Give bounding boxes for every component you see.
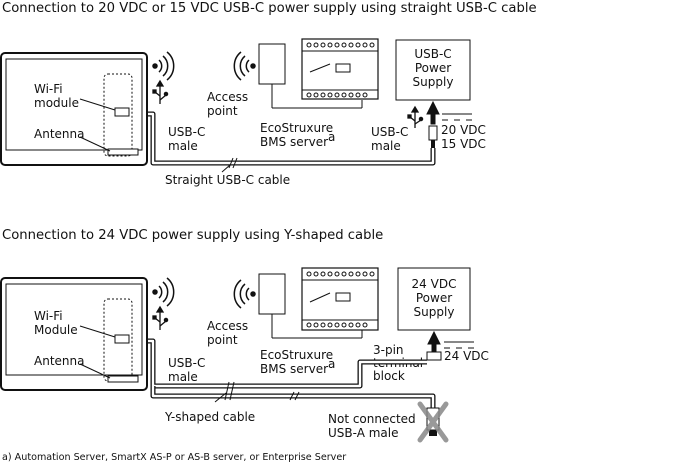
power-arrow-icon xyxy=(426,100,440,125)
straight-usbc-cable xyxy=(148,111,436,169)
wifi-module-chip xyxy=(114,107,130,117)
24vdc-power-supply xyxy=(397,267,471,331)
power-arrow-icon xyxy=(427,330,441,353)
antenna-leader xyxy=(79,136,111,152)
wifi-module-chip xyxy=(114,334,130,344)
dc-symbol-icon xyxy=(444,341,474,349)
wifi-signal-icon xyxy=(152,277,175,307)
usb-icon xyxy=(152,305,169,330)
dc-symbol-icon xyxy=(442,113,472,121)
connector-boot xyxy=(431,140,435,148)
access-point-device xyxy=(258,273,286,315)
wifi-signal-icon xyxy=(233,51,256,81)
display-panel xyxy=(0,52,148,166)
footnote: a) Automation Server, SmartX AS-P or AS-… xyxy=(2,452,347,463)
usb-icon xyxy=(152,79,169,104)
cable-label: Straight USB-C cable xyxy=(165,173,290,187)
y-shaped-cable xyxy=(148,338,436,408)
wifi-signal-icon xyxy=(233,279,256,309)
cable-label: Y-shaped cable xyxy=(164,410,255,424)
antenna-label: Antenna xyxy=(34,127,84,141)
wifi-signal-icon xyxy=(152,51,175,81)
section-1-heading: Connection to 20 VDC or 15 VDC USB-C pow… xyxy=(2,1,537,16)
network-link xyxy=(271,314,363,339)
usb-icon xyxy=(407,105,424,128)
section-2-heading: Connection to 24 VDC power supply using … xyxy=(2,228,384,243)
access-point-device xyxy=(258,43,286,85)
network-link xyxy=(271,84,363,109)
wifi-module-leader xyxy=(79,98,116,111)
antenna-strip xyxy=(107,375,139,383)
voltage-label: 24 VDC xyxy=(444,349,489,363)
usbc-connector-right xyxy=(428,125,438,141)
antenna-leader xyxy=(79,363,111,379)
terminal-block xyxy=(426,351,442,361)
usbc-power-supply xyxy=(395,39,471,101)
bms-server xyxy=(301,267,379,331)
cable-leader xyxy=(214,392,227,403)
not-connected-x-icon xyxy=(417,401,449,443)
antenna-strip xyxy=(107,148,139,156)
wifi-module-leader xyxy=(79,325,116,338)
antenna-label: Antenna xyxy=(34,354,84,368)
display-panel xyxy=(0,277,148,391)
cable-leader xyxy=(221,164,231,173)
bms-server xyxy=(301,38,379,100)
